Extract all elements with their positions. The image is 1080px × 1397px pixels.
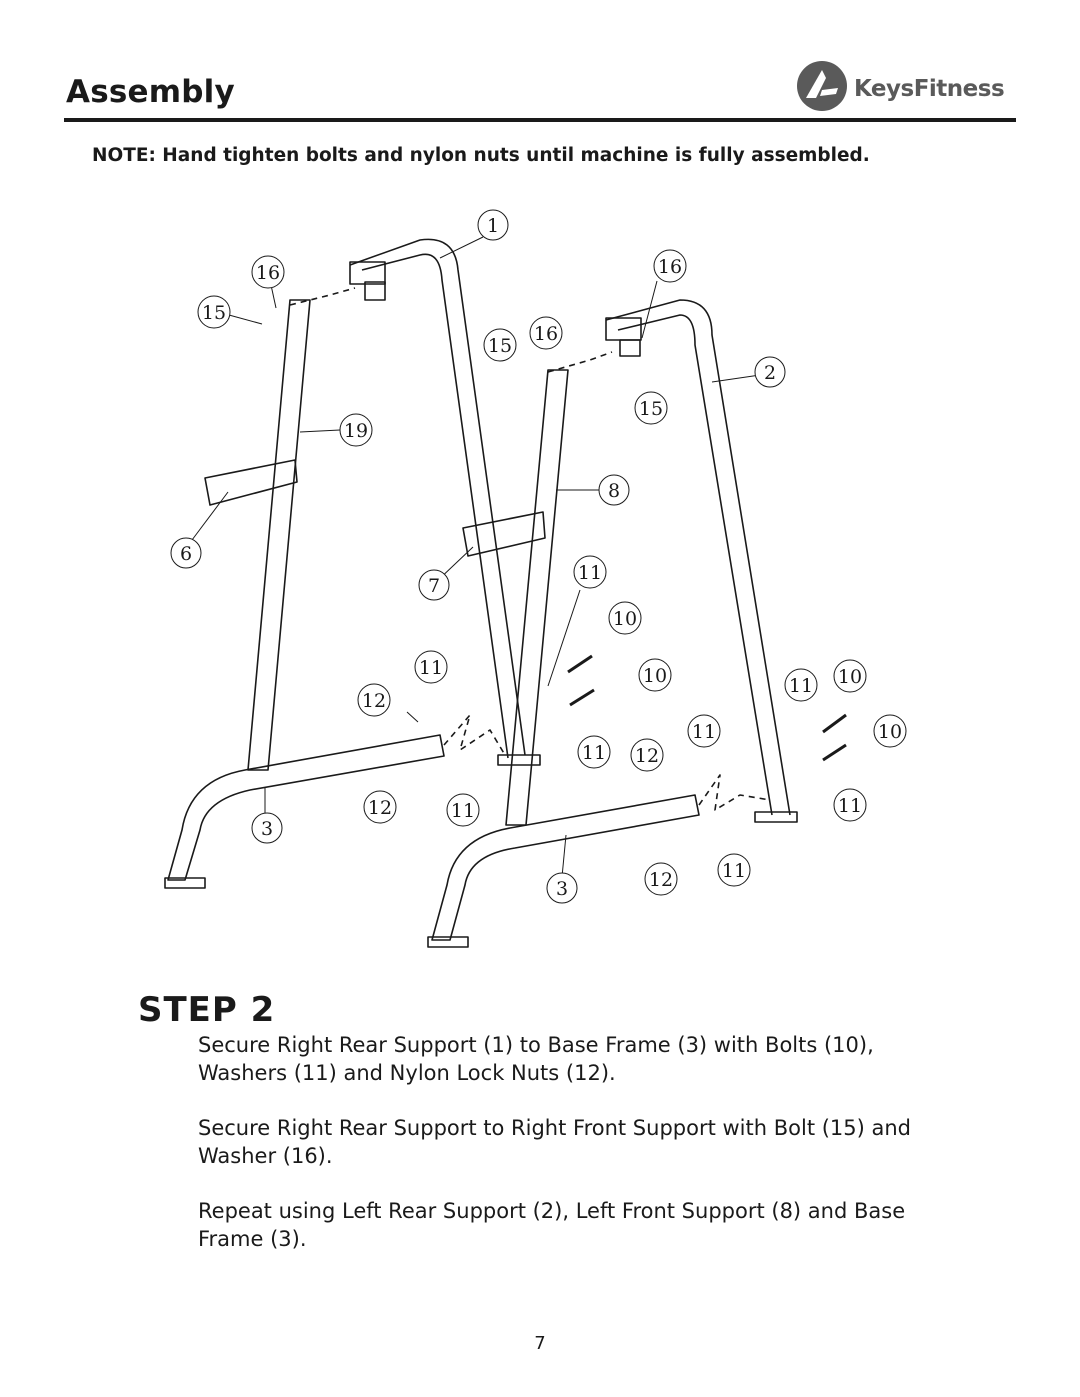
svg-text:12: 12 [362,690,386,712]
svg-text:6: 6 [180,543,192,565]
front-support-19 [247,299,311,771]
svg-text:16: 16 [256,262,280,284]
callout-15: 15 [483,328,517,362]
svg-text:11: 11 [838,795,862,817]
callout-11: 11 [573,555,607,589]
callout-15: 15 [634,391,668,425]
callout-3: 3 [251,812,283,844]
callout-19: 19 [339,413,373,447]
callout-11: 11 [446,793,480,827]
svg-text:11: 11 [582,742,606,764]
callout-2: 2 [754,356,786,388]
callout-11: 11 [717,853,751,887]
svg-text:10: 10 [838,666,862,688]
svg-text:11: 11 [722,860,746,882]
callout-10: 10 [833,659,867,693]
base-frame-3-right [431,794,700,941]
header-rule [64,118,1016,122]
callout-16: 16 [529,316,563,350]
svg-text:15: 15 [488,335,512,357]
callout-10: 10 [608,601,642,635]
callout-3: 3 [546,872,578,904]
svg-text:11: 11 [789,675,813,697]
callout-12: 12 [363,790,397,824]
svg-text:3: 3 [261,818,273,840]
bar-catcher-7 [462,511,546,557]
callout-16: 16 [251,255,285,289]
svg-text:12: 12 [368,797,392,819]
svg-text:2: 2 [764,362,776,384]
svg-text:3: 3 [556,878,568,900]
callout-10: 10 [638,658,672,692]
svg-text:15: 15 [202,302,226,324]
svg-text:8: 8 [608,480,620,502]
callout-15: 15 [197,295,231,329]
svg-text:1: 1 [487,215,499,237]
callout-16: 16 [653,249,687,283]
svg-text:10: 10 [643,665,667,687]
page-number: 7 [534,1333,546,1354]
callout-6: 6 [170,537,202,569]
svg-text:16: 16 [534,323,558,345]
svg-text:12: 12 [649,869,673,891]
rear-support-1-bracket [349,261,386,285]
callout-7: 7 [418,569,450,601]
instruction-3: Repeat using Left Rear Support (2), Left… [198,1199,906,1251]
callout-11: 11 [784,668,818,702]
callout-11: 11 [833,788,867,822]
svg-text:15: 15 [639,398,663,420]
brand-name: KeysFitness [854,76,1005,102]
part-callouts: 1 16 16 15 15 16 2 15 19 8 6 7 11 10 11 … [170,209,907,904]
svg-text:10: 10 [878,721,902,743]
svg-text:11: 11 [419,657,443,679]
assembly-diagram: 1 16 16 15 15 16 2 15 19 8 6 7 11 10 11 … [164,209,907,948]
brand-logo: KeysFitness [796,58,1018,114]
bar-catcher-6 [204,459,298,506]
callout-10: 10 [873,714,907,748]
page-title: Assembly [66,74,235,110]
svg-text:16: 16 [658,256,682,278]
rear-support-2 [605,299,791,816]
svg-text:12: 12 [635,745,659,767]
svg-text:11: 11 [451,800,475,822]
instruction-2: Secure Right Rear Support to Right Front… [198,1116,912,1168]
assembly-note: NOTE: Hand tighten bolts and nylon nuts … [92,145,870,166]
front-support-8 [505,369,569,826]
svg-text:19: 19 [344,420,368,442]
rear-support-1 [349,238,526,756]
keysfitness-logo-icon [797,61,847,111]
svg-text:11: 11 [692,721,716,743]
svg-text:11: 11 [578,562,602,584]
callout-11: 11 [687,714,721,748]
callout-11: 11 [414,650,448,684]
svg-text:7: 7 [428,575,440,597]
callout-12: 12 [357,683,391,717]
svg-text:10: 10 [613,608,637,630]
callout-1: 1 [477,209,509,241]
step-heading: STEP 2 [138,990,276,1030]
callout-12: 12 [630,738,664,772]
callout-11: 11 [577,735,611,769]
callout-12: 12 [644,862,678,896]
instruction-1: Secure Right Rear Support (1) to Base Fr… [198,1033,874,1085]
base-frame-3-left [167,734,445,881]
callout-8: 8 [598,474,630,506]
